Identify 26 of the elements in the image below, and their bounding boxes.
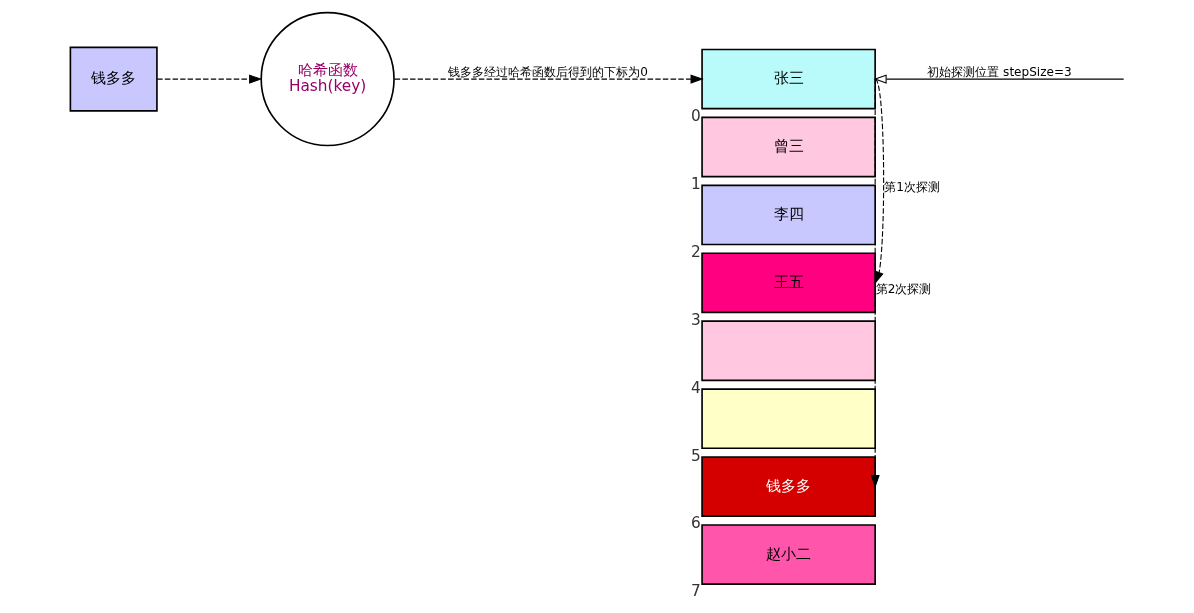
node-box: 王五 [700,252,876,314]
node-label: 0 [690,106,701,125]
node-label: 4 [690,378,701,397]
node-label: 6 [690,514,701,533]
node-box [700,388,876,450]
node-box [700,320,876,382]
node-box: 李四 [700,184,876,246]
node-label: 7 [690,582,701,601]
edge-label: 第2次探测 [875,281,931,296]
arrow [393,74,704,84]
node-box: 赵小二 [700,524,876,585]
node-label: 1 [690,174,701,193]
node-label: 2 [690,242,701,261]
arrow [873,74,1124,84]
node-box: 钱多多 [700,456,876,517]
node-box: 钱多多 [69,46,158,112]
node-box: 张三 [700,48,876,110]
edge-label: 初始探测位置 stepSize=3 [926,64,1072,79]
edge-label: 第1次探测 [883,179,940,194]
node-label: 3 [690,310,701,329]
node-label: 5 [690,446,701,465]
node-box: 曾三 [700,116,876,178]
arrow [156,74,262,84]
node-circle: 哈希函数 Hash(key) [259,11,395,147]
arrow [873,74,887,285]
edge-label: 钱多多经过哈希函数后得到的下标为0 [447,64,648,79]
